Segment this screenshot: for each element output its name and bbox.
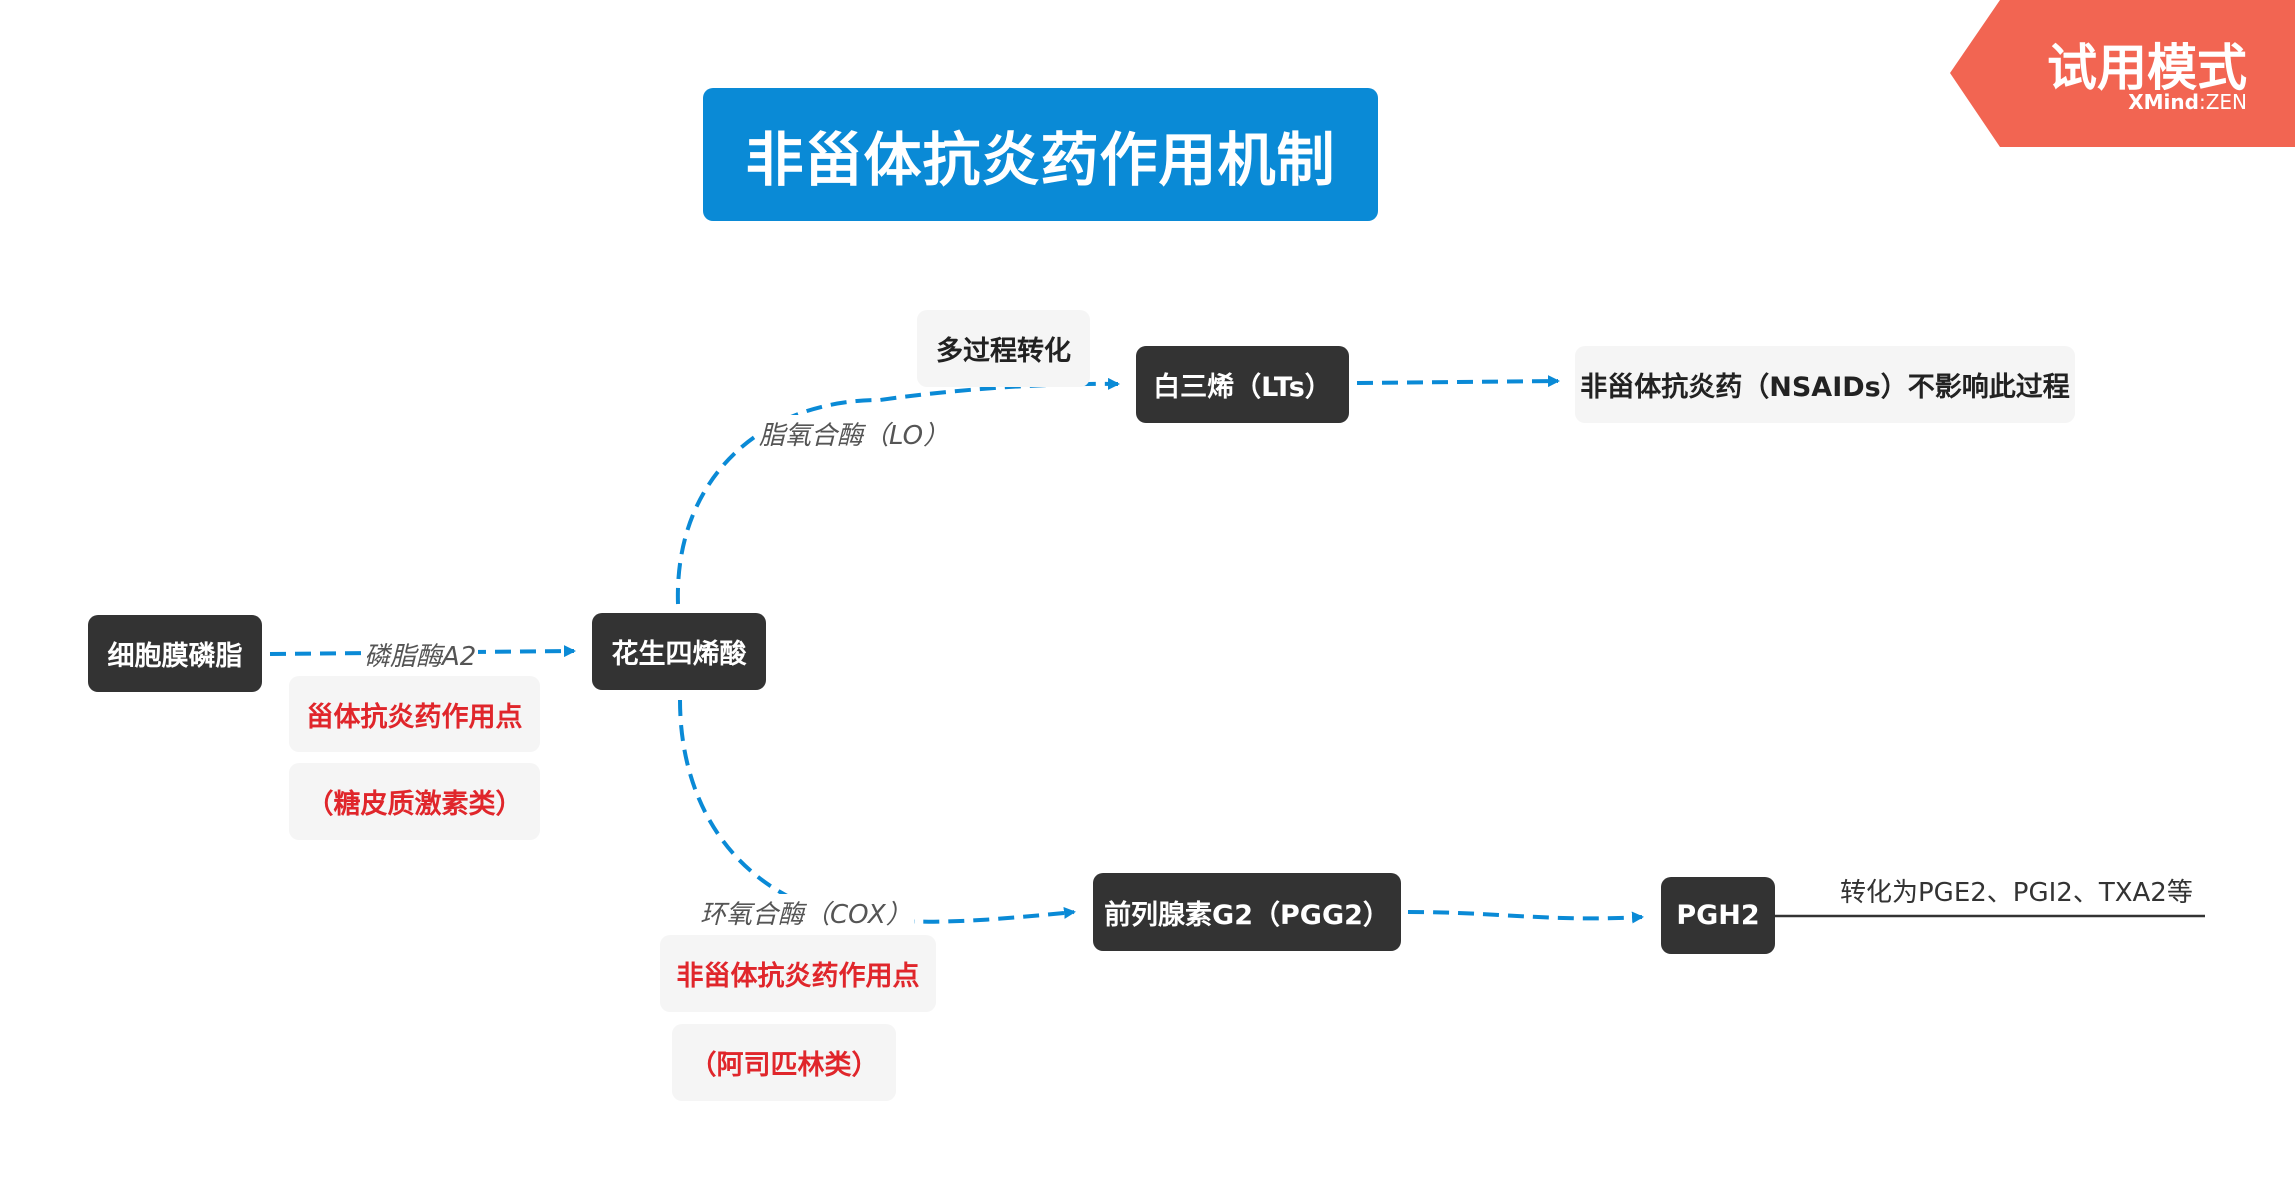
node-pgh2[interactable]: PGH2 (1661, 877, 1775, 954)
edge-arachidonic-pgg2 (678, 699, 1076, 924)
note-nsaids-no-effect[interactable]: 非甾体抗炎药（NSAIDs）不影响此过程 (1575, 346, 2075, 423)
node-leukotriene[interactable]: 白三烯（LTs） (1136, 346, 1349, 423)
central-topic[interactable]: 非甾体抗炎药作用机制 (703, 88, 1378, 221)
note-aspirin-class[interactable]: （阿司匹林类） (672, 1024, 896, 1101)
brand-xmind: XMind (2128, 90, 2199, 114)
edge-label-cyclooxygenase[interactable]: 环氧合酶（COX） (698, 894, 914, 931)
note-nsaid-action-site[interactable]: 非甾体抗炎药作用点 (660, 935, 936, 1012)
brand-separator: : (2198, 90, 2206, 114)
node-pgg2[interactable]: 前列腺素G2（PGG2） (1093, 873, 1401, 951)
edge-leukotriene-nsaids (1356, 375, 1560, 388)
note-multi-step-conversion[interactable]: 多过程转化 (917, 310, 1090, 387)
note-glucocorticoid-class[interactable]: （糖皮质激素类） (289, 763, 540, 840)
node-phospholipid[interactable]: 细胞膜磷脂 (88, 615, 262, 692)
trial-badge-shape (1950, 0, 2295, 147)
node-arachidonic-acid[interactable]: 花生四烯酸 (592, 613, 766, 690)
edge-pgg2-pgh2 (1407, 910, 1644, 924)
note-steroid-action-site[interactable]: 甾体抗炎药作用点 (289, 676, 540, 752)
trial-mode-badge[interactable]: 试用模式 XMind:ZEN (1950, 0, 2295, 147)
edge-label-lipoxygenase[interactable]: 脂氧合酶（LO） (757, 415, 952, 452)
brand-zen: ZEN (2205, 90, 2247, 114)
pgh2-products-text[interactable]: 转化为PGE2、PGI2、TXA2等 (1840, 878, 2193, 908)
trial-mode-label: 试用模式 (2047, 39, 2247, 97)
edge-label-phospholipase-a2[interactable]: 磷脂酶A2 (362, 636, 479, 673)
xmind-zen-brand: XMind:ZEN (2128, 90, 2247, 114)
